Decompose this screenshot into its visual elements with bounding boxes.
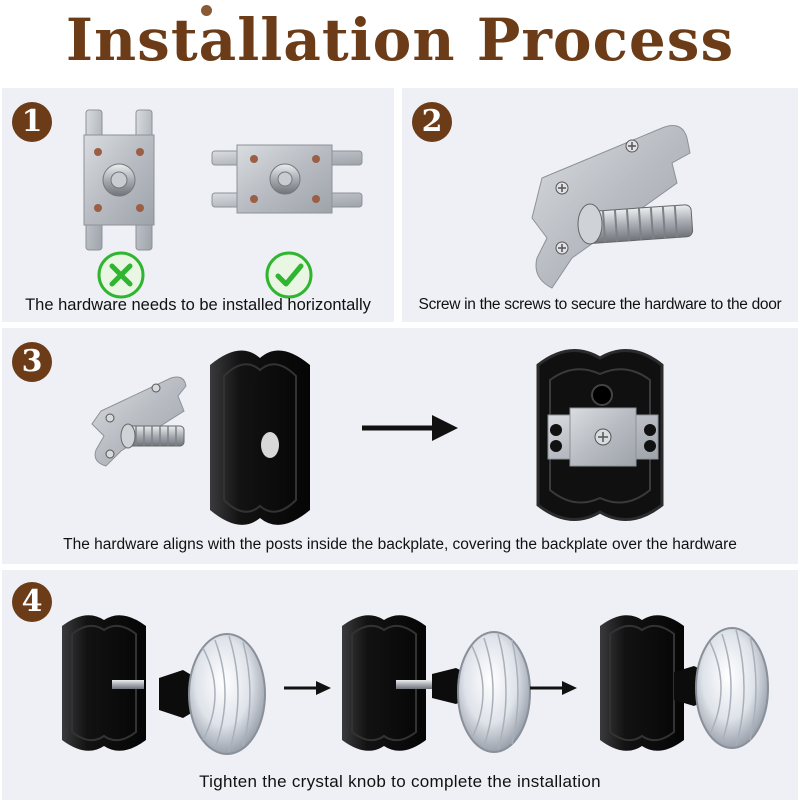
step-3-badge: 3: [12, 342, 52, 382]
mounted-bracket-image: [531, 125, 694, 289]
arrow-right-icon: [530, 681, 577, 695]
step-2-panel: 2 Screw in the screws to secure the hard…: [402, 88, 798, 322]
backplate-with-spindle-image: [62, 615, 146, 751]
step-4-caption: Tighten the crystal knob to complete the…: [199, 772, 601, 791]
step-2-caption: Screw in the screws to secure the hardwa…: [418, 296, 782, 313]
arrow-right-icon: [284, 681, 331, 695]
completed-assembly-image: [600, 615, 769, 751]
arrow-right-icon: [362, 415, 458, 441]
step-4-badge: 4: [12, 582, 52, 622]
bracket-vertical-image: [83, 109, 155, 251]
crystal-knob-image: [159, 633, 266, 755]
step-2-badge: 2: [412, 102, 452, 142]
page-title: Installation Process: [65, 6, 735, 74]
step-1-panel: 1 The hardware needs to be installed hor…: [2, 88, 394, 322]
step-1-caption: The hardware needs to be installed horiz…: [25, 296, 371, 314]
small-bracket-image: [91, 376, 187, 467]
backplate-front-image: [210, 350, 310, 525]
step-4-panel: 4 Tighten the crystal knob to complete t…: [2, 570, 798, 800]
check-circle-icon: [265, 251, 313, 299]
step-3-panel: 3 The hardware aligns with the posts ins…: [2, 328, 798, 564]
partial-assembly-image: [342, 615, 531, 753]
pin-dot: [201, 5, 212, 16]
step-3-caption: The hardware aligns with the posts insid…: [63, 536, 737, 553]
bracket-horizontal-image: [211, 144, 363, 214]
backplate-back-image: [536, 348, 664, 522]
step-1-badge: 1: [12, 102, 52, 142]
cross-circle-icon: [97, 251, 145, 299]
